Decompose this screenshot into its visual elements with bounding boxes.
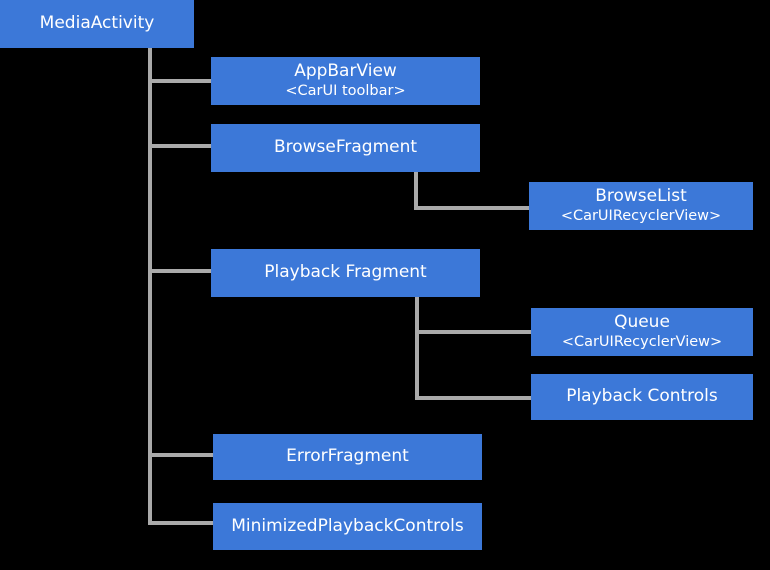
connector-branch-minimized-controls: [148, 521, 215, 525]
node-app-bar-view[interactable]: AppBarView<CarUI toolbar>: [211, 57, 480, 105]
node-title: Playback Controls: [566, 386, 718, 407]
connector-branch-browse-fragment: [148, 144, 213, 148]
node-title: MinimizedPlaybackControls: [231, 515, 464, 536]
connector-branch-error-fragment: [148, 453, 215, 457]
node-minimized-playback-controls[interactable]: MinimizedPlaybackControls: [213, 503, 482, 550]
node-subtitle: <CarUIRecyclerView>: [561, 333, 723, 350]
connector-branch-playback-controls: [415, 396, 533, 400]
node-title: BrowseList: [595, 186, 687, 207]
connector-drop-browse-fragment: [414, 172, 418, 210]
node-playback-fragment[interactable]: Playback Fragment: [211, 249, 480, 297]
connector-branch-queue: [415, 330, 533, 334]
node-error-fragment[interactable]: ErrorFragment: [213, 434, 482, 480]
connector-drop-playback-fragment: [415, 297, 419, 400]
connector-branch-app-bar-view: [148, 79, 213, 83]
node-queue[interactable]: Queue<CarUIRecyclerView>: [531, 308, 753, 356]
node-subtitle: <CarUIRecyclerView>: [560, 207, 722, 224]
connector-branch-playback-fragment: [148, 269, 213, 273]
node-subtitle: <CarUI toolbar>: [285, 82, 406, 99]
node-playback-controls[interactable]: Playback Controls: [531, 374, 753, 420]
node-title: Playback Fragment: [264, 262, 427, 283]
node-title: Queue: [614, 312, 670, 333]
connector-trunk-main: [148, 48, 152, 525]
connector-branch-browse-list: [414, 206, 531, 210]
node-title: ErrorFragment: [286, 446, 409, 467]
node-browse-list[interactable]: BrowseList<CarUIRecyclerView>: [529, 182, 753, 230]
node-title: AppBarView: [294, 61, 397, 82]
node-title: BrowseFragment: [273, 137, 418, 158]
node-title: MediaActivity: [39, 13, 155, 34]
node-media-activity[interactable]: MediaActivity: [0, 0, 194, 48]
node-browse-fragment[interactable]: BrowseFragment: [211, 124, 480, 172]
